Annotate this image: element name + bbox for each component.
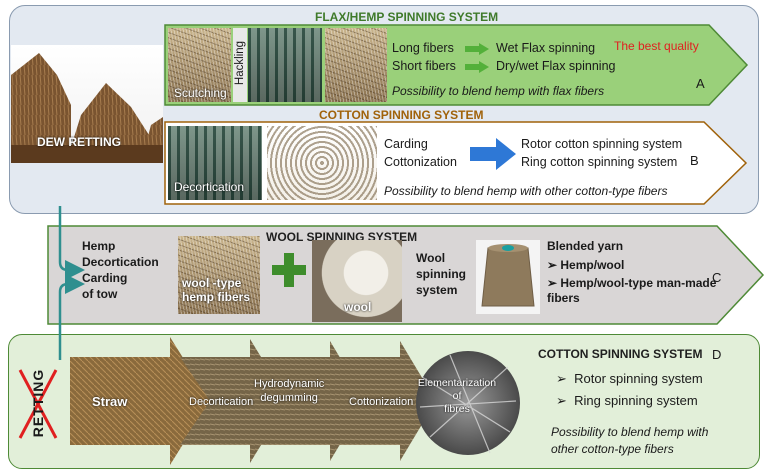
dry-flax-label: Dry/wet Flax spinning bbox=[496, 59, 616, 73]
short-fibers-label: Short fibers bbox=[392, 59, 456, 73]
cotton-top-letter: B bbox=[690, 153, 699, 168]
dew-retting-photo: DEW RETTING bbox=[11, 45, 163, 163]
retting-crossed bbox=[18, 369, 58, 439]
blended-item-2: ➢ Hemp/wool-type man-made fibers bbox=[547, 276, 717, 305]
cottonization-top-label: Cottonization bbox=[384, 155, 457, 169]
yarn-cone-image bbox=[476, 240, 540, 314]
best-quality-label: The best quality bbox=[614, 39, 699, 53]
decortication-machine-photo: Decortication bbox=[168, 126, 262, 200]
carding-label: Carding bbox=[384, 137, 428, 151]
flax-blend-note: Possibility to blend hemp with flax fibe… bbox=[392, 84, 605, 98]
plus-icon bbox=[272, 253, 306, 287]
straw-label: Straw bbox=[92, 394, 128, 409]
blended-item-2-text: Hemp/wool-type man-made fibers bbox=[547, 276, 717, 305]
cotton-top-title: COTTON SPINNING SYSTEM bbox=[319, 108, 484, 122]
dew-retting-label: DEW RETTING bbox=[37, 135, 121, 149]
ring-spinning-item: ➢ Ring spinning system bbox=[556, 393, 698, 408]
wet-flax-label: Wet Flax spinning bbox=[496, 41, 596, 55]
rotor-cotton-label: Rotor cotton spinning system bbox=[521, 137, 683, 151]
cottonization-bottom-label: Cottonization bbox=[349, 396, 414, 408]
blended-yarn-label: Blended yarn bbox=[547, 239, 624, 253]
wool-photo: wool bbox=[312, 240, 402, 322]
straw-arrow bbox=[70, 337, 210, 465]
cottonization-arrow bbox=[338, 341, 436, 461]
long-arrow-icon bbox=[465, 43, 489, 55]
decortication-arrow bbox=[180, 339, 288, 463]
decortication-top-label: Decortication bbox=[174, 180, 245, 194]
flax-title: FLAX/HEMP SPINNING SYSTEM bbox=[315, 10, 499, 24]
cotton-fiber-photo bbox=[267, 126, 377, 200]
hackling-machine-photo bbox=[248, 28, 322, 102]
ring-cotton-label: Ring cotton spinning system bbox=[521, 155, 678, 169]
connector-dew-to-wool bbox=[58, 206, 85, 280]
degumming-arrow bbox=[260, 341, 366, 461]
blue-arrow-icon bbox=[470, 138, 516, 170]
blended-item-1: ➢ Hemp/wool bbox=[547, 258, 625, 272]
flax-letter: A bbox=[696, 76, 705, 91]
connector-bottom-to-wool bbox=[58, 274, 85, 360]
flax-fiber-photo bbox=[325, 28, 387, 102]
cotton-top-blend-note: Possibility to blend hemp with other cot… bbox=[384, 184, 668, 198]
hackling-label-box: Hackling bbox=[233, 28, 247, 102]
cotton-bottom-blend-note: Possibility to blend hemp with other cot… bbox=[551, 425, 709, 456]
long-fibers-label: Long fibers bbox=[392, 41, 454, 55]
scutching-photo: Scutching bbox=[168, 28, 231, 102]
wool-type-hemp-photo: wool -type hemp fibers bbox=[178, 236, 260, 314]
decortication-bottom-label: Decortication bbox=[189, 396, 254, 408]
rotor-spinning-text: Rotor spinning system bbox=[574, 371, 703, 386]
wool-label: wool bbox=[344, 300, 372, 314]
hydro-label: Hydrodynamic degumming bbox=[254, 378, 325, 404]
blended-item-1-text: Hemp/wool bbox=[560, 258, 625, 272]
rotor-spinning-item: ➢ Rotor spinning system bbox=[556, 371, 703, 386]
cotton-bottom-title: COTTON SPINNING SYSTEM bbox=[538, 347, 703, 361]
wool-letter: C bbox=[712, 270, 722, 285]
process-arrows bbox=[70, 337, 520, 465]
dew-retting-image bbox=[11, 45, 163, 163]
scutching-label: Scutching bbox=[174, 86, 227, 100]
wool-spinning-label: Wool spinning system bbox=[416, 251, 466, 297]
short-arrow-icon bbox=[465, 61, 489, 73]
hemp-decortication-label: Hemp Decortication Carding of tow bbox=[82, 239, 159, 301]
ring-spinning-text: Ring spinning system bbox=[574, 393, 698, 408]
elementarization-label: Elementarization of fibres bbox=[417, 377, 497, 415]
cotton-bottom-letter: D bbox=[712, 347, 722, 362]
wool-type-label: wool -type hemp fibers bbox=[182, 276, 251, 304]
